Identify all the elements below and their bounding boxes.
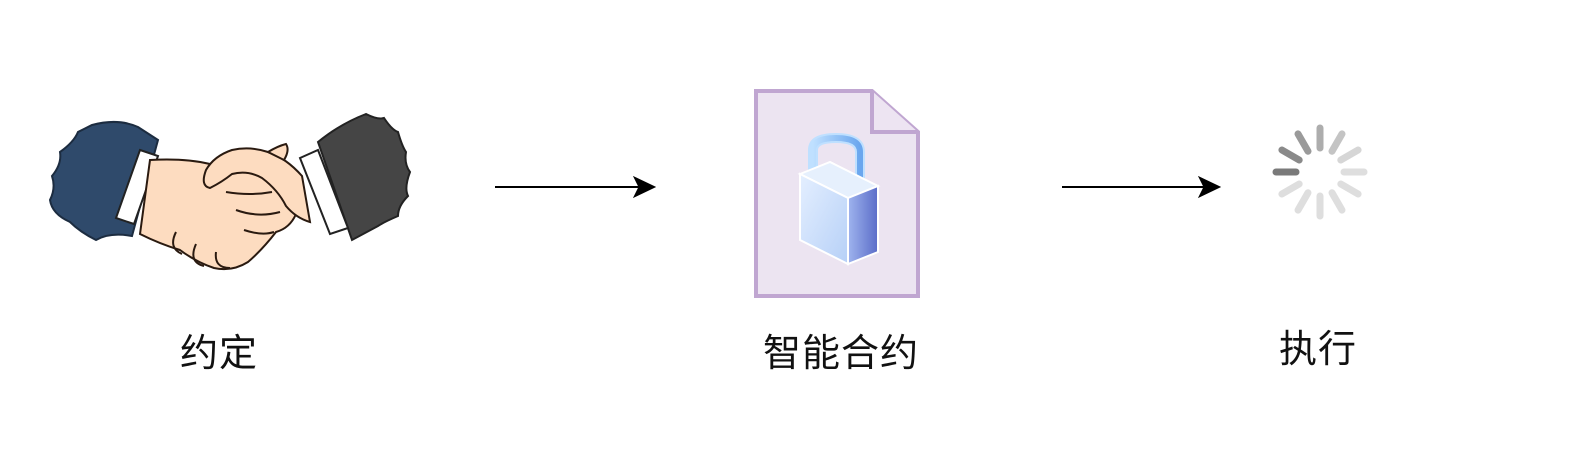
locked-document-icon <box>754 89 920 298</box>
right-cuff <box>298 148 350 236</box>
spinner-spoke <box>1328 130 1346 155</box>
thumb <box>265 142 289 162</box>
node-label-smart-contract: 智能合约 <box>762 331 920 375</box>
loading-spinner-icon <box>1272 124 1368 220</box>
left-cuff <box>114 148 160 226</box>
spinner-spoke <box>1294 130 1312 155</box>
document-fold <box>870 91 918 134</box>
handshake-icon <box>48 112 412 271</box>
finger-lines <box>172 191 281 269</box>
spinner-spoke <box>1337 146 1362 164</box>
right-hand <box>202 147 312 224</box>
lock-body-side <box>847 184 879 266</box>
spinner-spoke <box>1278 180 1303 198</box>
arrow-agreement-to-contract <box>495 175 657 199</box>
spinner-spoke <box>1337 180 1362 198</box>
spinner-spoke <box>1328 189 1346 214</box>
node-label-agreement: 约定 <box>179 331 259 375</box>
spinner-spoke <box>1294 189 1312 214</box>
right-sleeve <box>316 112 412 242</box>
node-label-execution: 执行 <box>1278 327 1358 371</box>
spinner-spoke <box>1278 146 1303 164</box>
arrow-contract-to-execution <box>1062 175 1222 199</box>
